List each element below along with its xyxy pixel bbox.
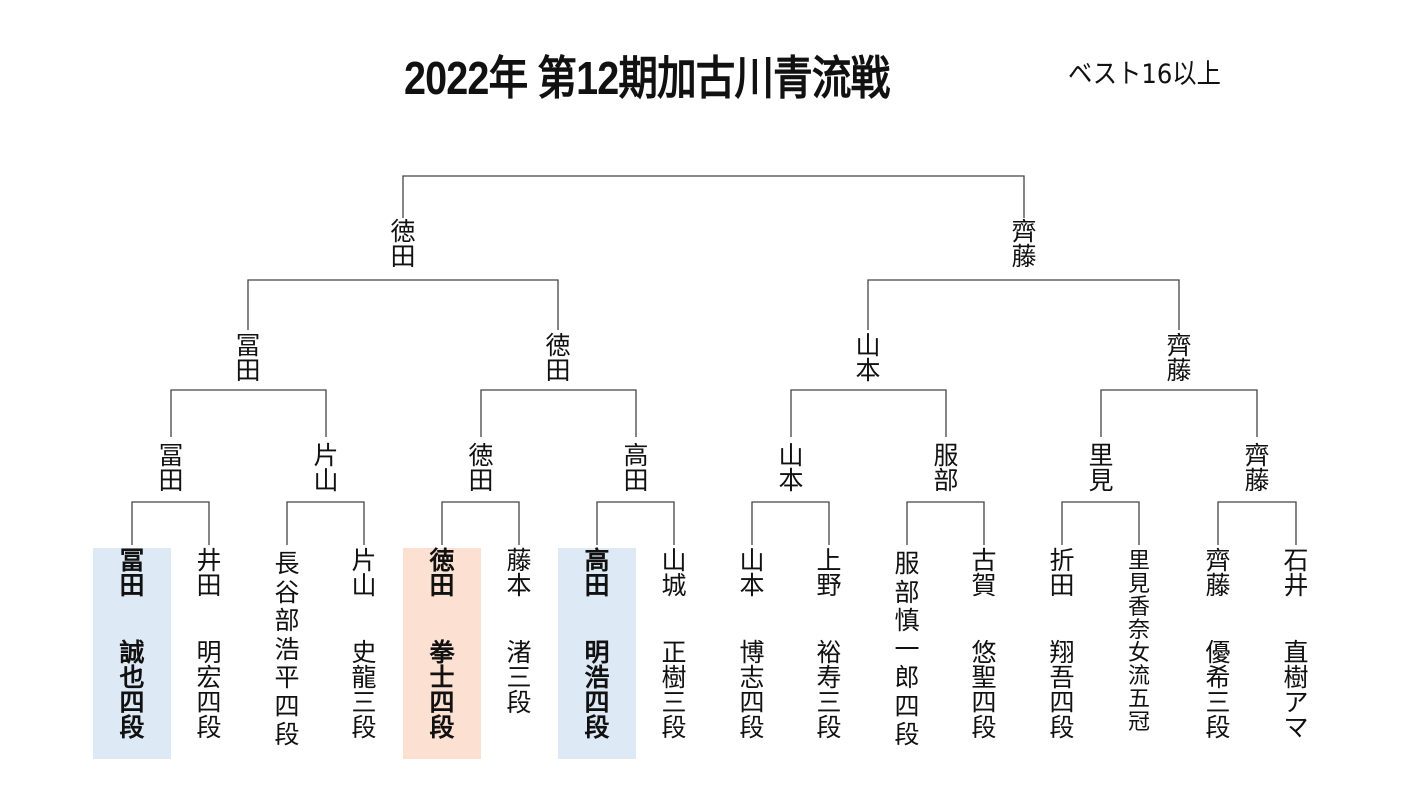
player-surname: 上野 [816,546,842,600]
player-entry: 藤本渚三段 [480,548,558,759]
player-surname: 山城 [661,546,687,600]
quarterfinal-winner-name: 片山 [304,441,348,495]
bracket-line [441,501,520,545]
player-entry: 徳田拳士四段 [403,548,481,759]
semifinal-winner-name: 冨田 [226,331,270,385]
player-surname: 山本 [739,546,765,600]
quarterfinal-winner-name: 徳田 [459,441,503,495]
quarterfinal-winner-name: 高田 [614,441,658,495]
semifinal-winner-name: 齊藤 [1157,331,1201,385]
player-given-name: 渚三段 [506,638,532,717]
player-given-name: 明浩四段 [584,638,610,742]
player-entry: 片山史龍三段 [325,548,403,759]
player-entry: 上野裕寿三段 [790,548,868,759]
player-surname: 齊藤 [1205,546,1231,600]
player-entry: 山本博志四段 [713,548,791,759]
bracket-line [790,389,947,437]
bracket-line [402,175,1025,218]
winner-label: 山本 [855,331,881,385]
bracket-line [131,501,210,545]
winner-label: 山本 [778,441,804,495]
player-entry: 井田明宏四段 [170,548,248,759]
player-surname: 折田 [1049,546,1075,600]
page-subtitle: ベスト16以上 [1068,59,1221,90]
winner-label: 齊藤 [1244,441,1270,495]
winner-label: 高田 [623,441,649,495]
bracket-line [596,501,675,545]
player-given-name: 博志四段 [739,638,765,742]
winner-label: 徳田 [468,441,494,495]
bracket-line [1217,501,1297,545]
winner-label: 齊藤 [1011,217,1037,271]
player-entry: 折田翔吾四段 [1023,548,1101,759]
player-given-name: 翔吾四段 [1049,638,1075,742]
quarterfinal-winner-name: 齊藤 [1235,441,1279,495]
bracket-line [170,389,327,437]
player-given-name: 直樹アマ [1283,638,1309,742]
player-given-name: 悠聖四段 [971,638,997,742]
player-given-name: 正樹三段 [661,638,687,742]
player-given-name: 優希三段 [1205,638,1231,742]
winner-label: 徳田 [390,217,416,271]
final-winner-name: 齊藤 [1002,217,1046,271]
player-surname: 石井 [1283,546,1309,600]
player-entry: 高田明浩四段 [558,548,636,759]
bracket-line [480,389,637,437]
winner-label: 冨田 [235,331,261,385]
bracket-line [247,279,559,330]
player-given-name: 拳士四段 [429,638,455,742]
player-surname: 古賀 [971,546,997,600]
quarterfinal-winner-name: 服部 [924,441,968,495]
quarterfinal-winner-name: 冨田 [149,441,193,495]
bracket-line [867,279,1180,330]
player-given-name: 史龍三段 [351,638,377,742]
player-surname: 藤本 [506,546,532,600]
player-entry: 山城正樹三段 [635,548,713,759]
player-entry: 齊藤優希三段 [1179,548,1257,759]
player-surname: 井田 [196,546,222,600]
player-full-name: 長谷部浩平四段 [274,549,300,749]
bracket-line [906,501,985,545]
player-entry: 長谷部浩平四段 [248,548,326,759]
final-winner-name: 徳田 [381,217,425,271]
player-surname: 片山 [351,546,377,600]
player-full-name: 里見香奈女流五冠 [1127,549,1150,735]
player-surname: 冨田 [119,546,145,600]
winner-label: 服部 [933,441,959,495]
winner-label: 片山 [313,441,339,495]
page-title: 2022年 第12期加古川青流戦 [404,52,890,104]
bracket-line [286,501,365,545]
semifinal-winner-name: 山本 [846,331,890,385]
player-given-name: 明宏四段 [196,638,222,742]
player-entry: 服部慎一郎四段 [868,548,946,759]
semifinal-winner-name: 徳田 [536,331,580,385]
bracket-line [1100,389,1258,437]
player-entry: 石井直樹アマ [1257,548,1335,759]
winner-label: 冨田 [158,441,184,495]
player-entry: 里見香奈女流五冠 [1100,548,1178,759]
player-surname: 高田 [584,546,610,600]
quarterfinal-winner-name: 里見 [1079,441,1123,495]
player-given-name: 誠也四段 [119,638,145,742]
player-given-name: 裕寿三段 [816,638,842,742]
winner-label: 里見 [1088,441,1114,495]
bracket-line [1061,501,1140,545]
quarterfinal-winner-name: 山本 [769,441,813,495]
winner-label: 齊藤 [1166,331,1192,385]
player-entry: 冨田誠也四段 [93,548,171,759]
player-surname: 徳田 [429,546,455,600]
winner-label: 徳田 [545,331,571,385]
player-full-name: 服部慎一郎四段 [894,549,920,749]
player-entry: 古賀悠聖四段 [945,548,1023,759]
bracket-line [751,501,830,545]
